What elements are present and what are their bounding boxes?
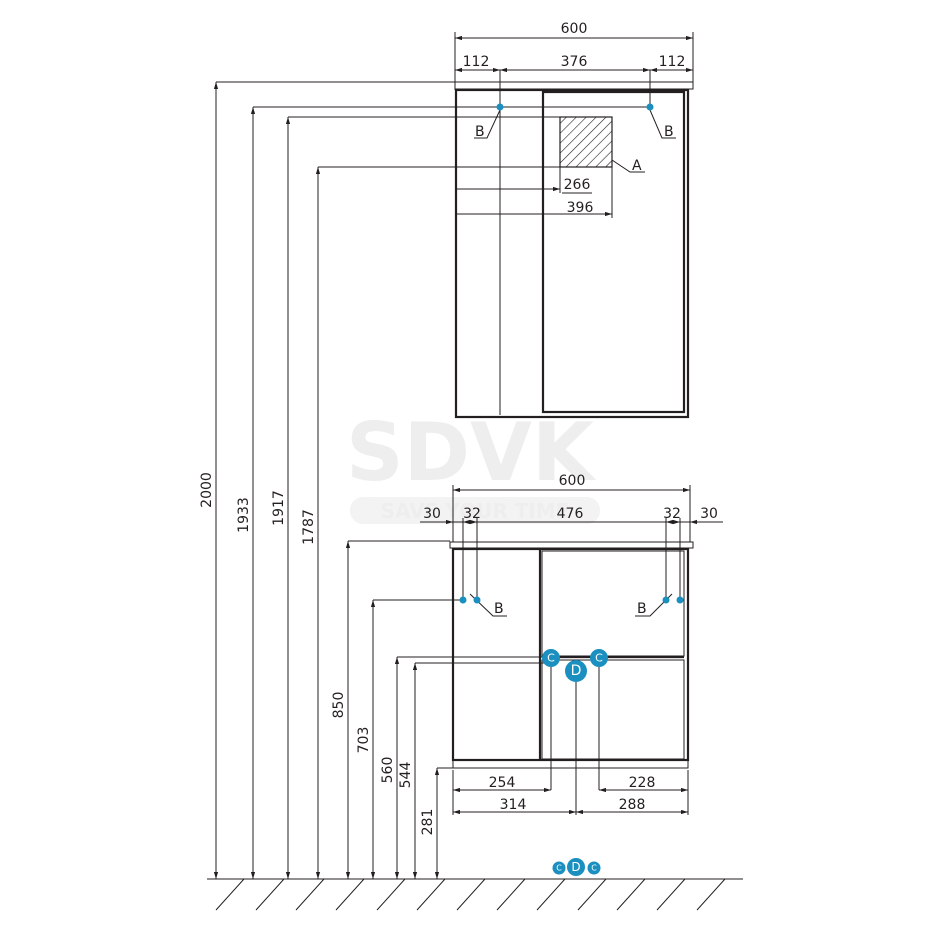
mount-point-b bbox=[662, 596, 670, 604]
dim-288: 288 bbox=[619, 797, 646, 813]
mirror-width-376: 376 bbox=[561, 54, 588, 70]
height-544: 544 bbox=[398, 762, 414, 789]
watermark-slogan: SAVE YOUR TIME bbox=[381, 499, 570, 523]
height-281: 281 bbox=[420, 809, 436, 836]
svg-text:C: C bbox=[547, 652, 555, 665]
cabinet-width-600: 600 bbox=[559, 473, 586, 489]
label-b-right: B bbox=[664, 124, 674, 140]
mirror-width-112-left: 112 bbox=[463, 54, 490, 70]
dim-254: 254 bbox=[489, 775, 516, 791]
wall-outlet-area bbox=[559, 116, 613, 168]
mount-point-b bbox=[459, 596, 467, 604]
label-b-left: B bbox=[475, 124, 485, 140]
label-a: A bbox=[632, 158, 642, 174]
dim-396: 396 bbox=[567, 200, 594, 216]
svg-text:C: C bbox=[591, 864, 597, 873]
floor-connection-markers: C C D bbox=[552, 858, 601, 876]
svg-text:D: D bbox=[571, 663, 582, 679]
mount-point-b bbox=[496, 103, 504, 111]
height-2000: 2000 bbox=[199, 472, 215, 508]
cabinet-width-32-left: 32 bbox=[463, 506, 481, 522]
mirror-width-112-right: 112 bbox=[659, 54, 686, 70]
water-inlet-c-right: C bbox=[590, 649, 608, 667]
dim-314: 314 bbox=[500, 797, 527, 813]
mount-point-b bbox=[646, 103, 654, 111]
svg-text:C: C bbox=[556, 864, 562, 873]
water-inlet-c-left: C bbox=[542, 649, 560, 667]
height-560: 560 bbox=[380, 757, 396, 784]
height-1933: 1933 bbox=[236, 497, 252, 533]
height-850: 850 bbox=[331, 692, 347, 719]
watermark-brand: SDVK bbox=[346, 406, 597, 499]
mount-point-b bbox=[676, 596, 684, 604]
height-dimensions: 2000 1933 1917 1787 850 703 560 544 281 bbox=[199, 81, 650, 879]
mirror-cabinet: 600 112 376 112 266 396 A B B bbox=[454, 21, 694, 419]
label-b-right: B bbox=[637, 601, 647, 617]
height-1917: 1917 bbox=[271, 490, 287, 526]
cabinet-width-30-right: 30 bbox=[700, 506, 718, 522]
cabinet-width-32-right: 32 bbox=[663, 506, 681, 522]
vanity-cabinet: C C D 600 30 32 476 32 30 B B 254 228 31… bbox=[420, 473, 723, 815]
label-b-left: B bbox=[494, 601, 504, 617]
cabinet-width-476: 476 bbox=[557, 506, 584, 522]
height-703: 703 bbox=[356, 727, 372, 754]
cabinet-width-30-left: 30 bbox=[423, 506, 441, 522]
svg-text:C: C bbox=[595, 652, 603, 665]
drain-d: D bbox=[565, 660, 587, 682]
mount-point-b bbox=[473, 596, 481, 604]
mirror-width-600: 600 bbox=[561, 21, 588, 37]
dim-228: 228 bbox=[629, 775, 656, 791]
floor bbox=[207, 878, 743, 911]
svg-text:D: D bbox=[571, 860, 580, 874]
height-1787: 1787 bbox=[301, 509, 317, 545]
watermark: SDVK SAVE YOUR TIME bbox=[346, 406, 600, 524]
dim-266: 266 bbox=[564, 177, 591, 193]
